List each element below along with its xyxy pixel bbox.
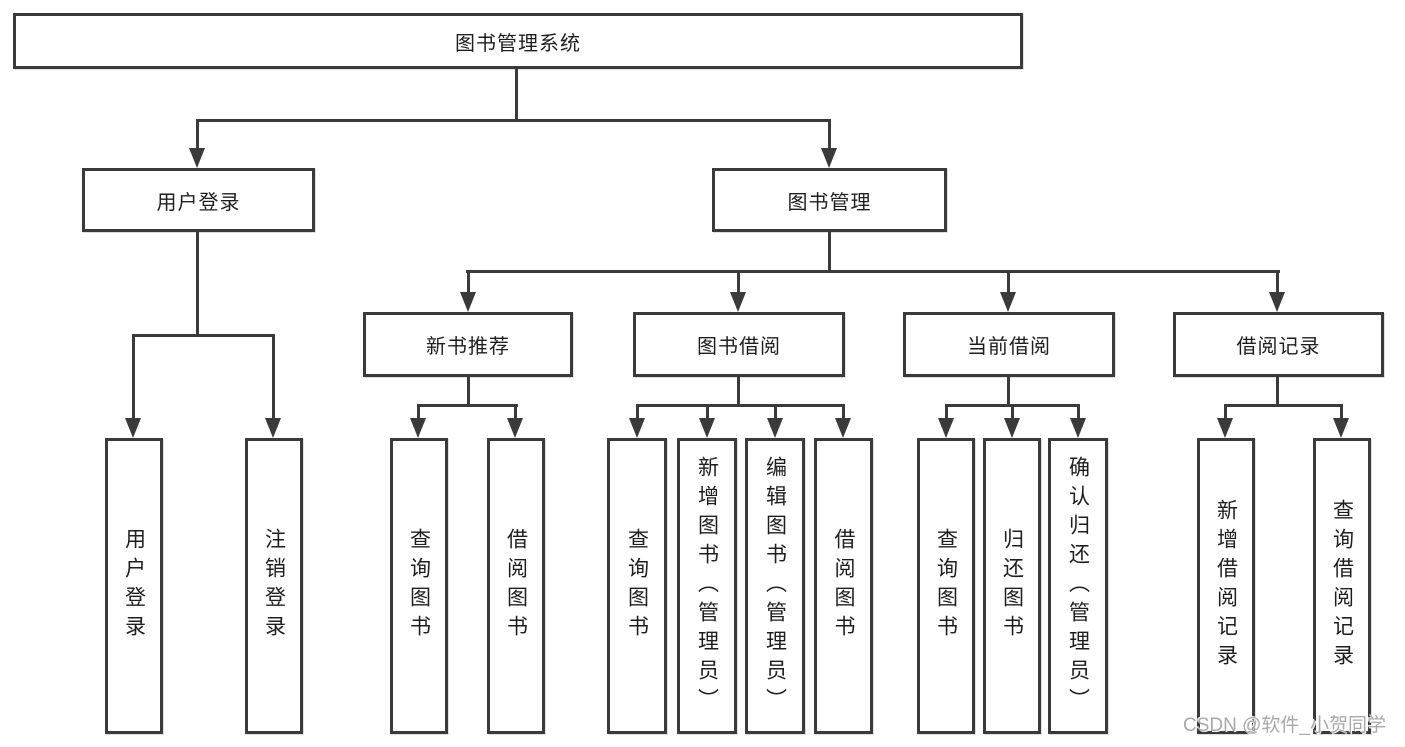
connector-drop (737, 270, 740, 294)
arrow-down-icon (767, 418, 783, 438)
leaf-return-books: 归还图书 (983, 438, 1041, 734)
leaf-borrow-books-borrow: 借阅图书 (814, 438, 873, 734)
connector-drop (1011, 404, 1014, 420)
leaf-query-books-borrow-label: 查询图书 (625, 528, 649, 644)
leaf-user-login: 用户登录 (105, 438, 163, 734)
leaf-add-books-admin: 新增图书（管理员） (677, 438, 737, 734)
connector-drop (1077, 404, 1080, 420)
leaf-query-books-current: 查询图书 (917, 438, 975, 734)
arrow-down-icon (410, 418, 426, 438)
connector-bus-level2 (196, 119, 831, 122)
node-library-system-label: 图书管理系统 (455, 32, 581, 55)
connector-drop (196, 119, 199, 150)
leaf-query-books-recommend: 查询图书 (390, 438, 448, 734)
connector-drop (467, 270, 470, 294)
leaf-edit-books-admin: 编辑图书（管理员） (745, 438, 805, 734)
connector-drop (1007, 270, 1010, 294)
arrow-down-icon (507, 418, 523, 438)
leaf-query-borrow-record-label: 查询借阅记录 (1330, 499, 1354, 673)
arrow-down-icon (265, 418, 281, 438)
leaf-logout-login: 注销登录 (245, 438, 303, 734)
node-current-borrowing: 当前借阅 (903, 312, 1115, 377)
leaf-edit-books-admin-label: 编辑图书（管理员） (763, 455, 787, 717)
connector-drop (272, 334, 275, 420)
arrow-down-icon (125, 418, 141, 438)
node-user-login: 用户登录 (82, 168, 315, 232)
leaf-query-books-recommend-label: 查询图书 (407, 528, 431, 644)
leaf-add-borrow-record-label: 新增借阅记录 (1214, 499, 1238, 673)
leaf-add-books-admin-label: 新增图书（管理员） (695, 455, 719, 717)
arrow-down-icon (1333, 418, 1349, 438)
node-borrowing-records: 借阅记录 (1173, 312, 1384, 377)
node-book-management: 图书管理 (712, 168, 947, 232)
arrow-down-icon (1070, 418, 1086, 438)
leaf-query-books-current-label: 查询图书 (934, 528, 958, 644)
arrow-down-icon (938, 418, 954, 438)
connector-bus-login (132, 334, 275, 337)
connector-drop (842, 404, 845, 420)
leaf-borrow-books-borrow-label: 借阅图书 (832, 528, 855, 644)
connector-drop (1224, 404, 1227, 420)
connector-drop (417, 404, 420, 420)
node-book-borrowing-label: 图书借阅 (697, 336, 781, 358)
node-new-book-recommendation: 新书推荐 (363, 312, 573, 377)
connector-drop (706, 404, 709, 420)
node-user-login-label: 用户登录 (156, 191, 241, 214)
leaf-confirm-return-admin-label: 确认归还（管理员） (1066, 455, 1090, 717)
node-new-book-recommendation-label: 新书推荐 (426, 336, 510, 358)
connector-bus-level3 (466, 270, 1280, 273)
arrow-down-icon (189, 148, 205, 168)
leaf-query-books-borrow: 查询图书 (607, 438, 667, 734)
leaf-borrow-books-recommend-label: 借阅图书 (504, 528, 528, 644)
connector-drop (774, 404, 777, 420)
connector-recommend-stem (467, 377, 470, 406)
arrow-down-icon (730, 292, 746, 312)
arrow-down-icon (1000, 292, 1016, 312)
node-borrowing-records-label: 借阅记录 (1236, 336, 1321, 358)
connector-records-stem (1276, 377, 1279, 406)
connector-drop (514, 404, 517, 420)
watermark: CSDN @软件_小贺同学 (1183, 715, 1386, 736)
connector-bus-borrow (636, 404, 845, 407)
arrow-down-icon (1004, 418, 1020, 438)
leaf-logout-login-label: 注销登录 (262, 528, 286, 644)
arrow-down-icon (1269, 292, 1285, 312)
arrow-down-icon (460, 292, 476, 312)
arrow-down-icon (629, 418, 645, 438)
connector-drop (636, 404, 639, 420)
arrow-down-icon (821, 148, 837, 168)
leaf-user-login-label: 用户登录 (122, 528, 146, 644)
leaf-return-books-label: 归还图书 (1000, 528, 1024, 644)
leaf-borrow-books-recommend: 借阅图书 (487, 438, 545, 734)
arrow-down-icon (699, 418, 715, 438)
connector-drop (945, 404, 948, 420)
arrow-down-icon (1217, 418, 1233, 438)
node-current-borrowing-label: 当前借阅 (967, 336, 1051, 358)
connector-drop (132, 334, 135, 420)
arrow-down-icon (835, 418, 851, 438)
connector-drop (1276, 270, 1279, 294)
node-book-borrowing: 图书借阅 (633, 312, 845, 377)
leaf-confirm-return-admin: 确认归还（管理员） (1048, 438, 1108, 734)
connector-drop (1340, 404, 1343, 420)
connector-bus-records (1224, 404, 1343, 407)
connector-drop (828, 119, 831, 150)
connector-borrow-stem (737, 377, 740, 406)
node-book-management-label: 图书管理 (787, 191, 872, 214)
connector-current-stem (1007, 377, 1010, 406)
connector-user-login-stem (196, 232, 199, 336)
leaf-query-borrow-record: 查询借阅记录 (1313, 438, 1371, 734)
node-library-system: 图书管理系统 (13, 13, 1023, 69)
leaf-add-borrow-record: 新增借阅记录 (1197, 438, 1255, 734)
connector-book-management-stem (828, 232, 831, 273)
connector-bus-recommend (417, 404, 518, 407)
connector-root-stem (515, 69, 518, 121)
